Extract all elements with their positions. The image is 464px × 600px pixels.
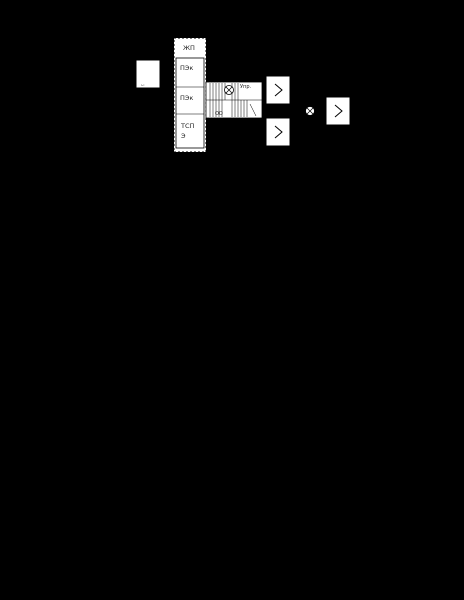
label-upr: Упр. <box>240 84 251 90</box>
input-block-label: ᵢ.ᵢ <box>141 82 144 88</box>
label-tsp-e: Э <box>181 132 186 140</box>
amplifier-lower <box>265 117 291 147</box>
amplifier-upper <box>265 75 291 105</box>
stack-inner <box>175 57 205 149</box>
label-oo: ОО <box>215 111 223 117</box>
chevron-right-icon <box>334 104 343 118</box>
label-jp: ЖП <box>183 44 195 52</box>
chevron-right-icon <box>274 125 283 139</box>
output-block <box>325 96 351 126</box>
label-tsp: ТСП <box>180 122 195 130</box>
input-block: ᵢ.ᵢ <box>135 59 161 89</box>
label-pek-2: ПЭк <box>180 94 193 102</box>
label-pek-1: ПЭк <box>180 64 193 72</box>
hatched-interface: ОО Упр. <box>205 81 263 119</box>
summing-junction <box>305 106 315 116</box>
chevron-right-icon <box>274 83 283 97</box>
interface-diagonal <box>249 103 257 117</box>
module-stack: ЖП ПЭк ПЭк ТСП Э <box>173 37 207 153</box>
